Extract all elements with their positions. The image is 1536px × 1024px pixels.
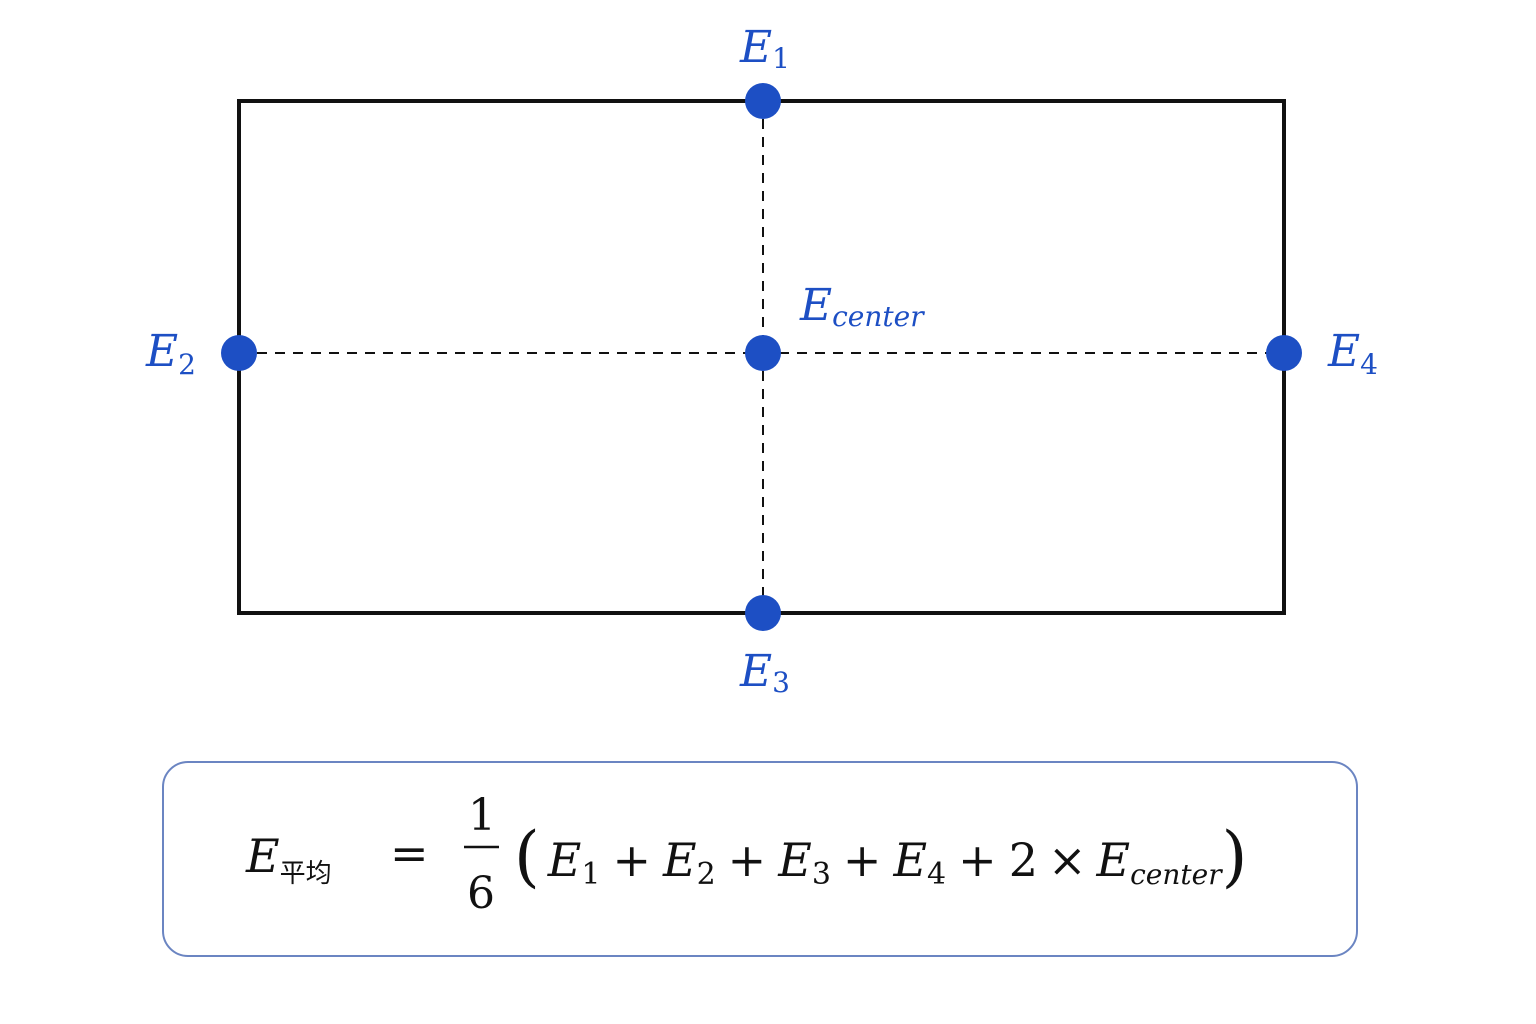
formula-frac-num: 1	[468, 790, 496, 841]
formula-box	[162, 761, 1358, 957]
measurement-diagram: E1 E2 Ecenter E4 E3	[145, 22, 1378, 699]
label-e2: E2	[145, 326, 196, 381]
label-e1: E1	[739, 22, 790, 75]
svg-text:E平均: E平均	[245, 829, 332, 889]
label-e4: E4	[1327, 326, 1378, 381]
point-center	[745, 335, 781, 371]
formula-equals: =	[390, 826, 429, 880]
point-e4	[1266, 335, 1302, 371]
formula-lhs-sub: 平均	[280, 859, 332, 889]
point-e2	[221, 335, 257, 371]
label-e3: E3	[739, 646, 790, 699]
point-e1	[745, 83, 781, 119]
formula-sum: (E1+E2+E3+E4+2×Ecenter)	[514, 818, 1247, 895]
label-center: Ecenter	[799, 280, 925, 333]
formula-frac-den: 6	[467, 868, 495, 919]
formula-lhs-main: E	[245, 829, 280, 883]
formula-lparen: (	[514, 818, 540, 895]
formula-rparen: )	[1222, 818, 1248, 895]
point-e3	[745, 595, 781, 631]
